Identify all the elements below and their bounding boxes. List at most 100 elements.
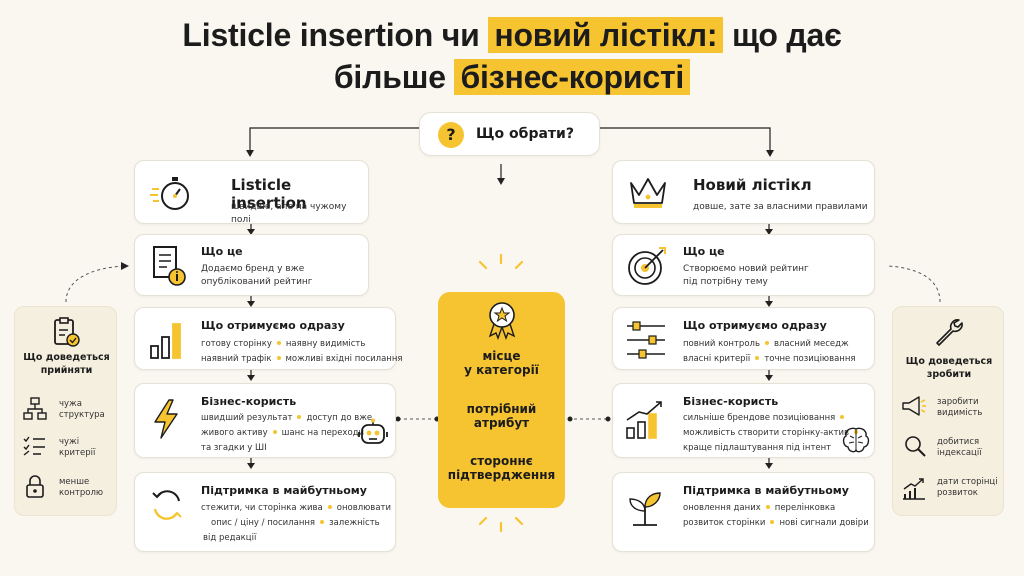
bullet-dot xyxy=(320,520,325,524)
bullet-text: залежність xyxy=(329,518,380,528)
megaphone-icon xyxy=(902,396,926,416)
text-line: менше xyxy=(59,477,90,487)
left-gain-card: Що отримуємо одразу готову сторінку наявн… xyxy=(134,307,403,370)
clipboard-check-icon xyxy=(54,317,80,347)
text-line: під потрібну тему xyxy=(683,277,768,287)
text-line: критерії xyxy=(59,448,96,458)
center-step-3: стороннє підтвердження xyxy=(438,454,565,482)
left-what-title: Що це xyxy=(201,245,243,258)
bullet-dot xyxy=(276,356,281,360)
right-side-title: Що доведеться зробити xyxy=(893,355,1005,381)
bullet-dot xyxy=(272,430,277,434)
right-side-card: Що доведеться зробити заробити видимість… xyxy=(892,306,1004,516)
left-side-card: Що доведеться прийняти чужа структура чу… xyxy=(14,306,117,516)
text-line: розвиток xyxy=(937,488,978,498)
text-line: у категорії xyxy=(464,363,539,377)
title-text: більше xyxy=(333,59,455,95)
right-side-item-1: заробити видимість xyxy=(937,397,982,419)
lock-icon xyxy=(26,475,44,498)
bullet-text: власні критерії xyxy=(683,354,751,364)
text-line: контролю xyxy=(59,488,104,498)
target-icon xyxy=(628,247,666,285)
left-gain-title: Що отримуємо одразу xyxy=(201,319,345,332)
stopwatch-icon xyxy=(150,177,189,210)
bullet-dot xyxy=(840,415,845,419)
bullet-text: оновлення даних xyxy=(683,503,761,513)
bullet-dot xyxy=(765,505,770,509)
text-line: Що доведеться xyxy=(23,352,110,363)
document-info-icon xyxy=(153,246,186,286)
left-side-item-2: чужі критерії xyxy=(59,437,95,459)
left-support-title: Підтримка в майбутньому xyxy=(201,484,367,497)
bullet-text: перелінковка xyxy=(774,503,836,513)
right-what-title: Що це xyxy=(683,245,725,258)
bullet-text: наявний трафік xyxy=(201,354,272,364)
title-highlight: бізнес-користі xyxy=(454,59,691,95)
right-side-item-2: добитися індексації xyxy=(937,437,982,459)
bullet-text: наявну видимість xyxy=(285,339,366,349)
bullet-text: шанс на переходи xyxy=(281,428,365,438)
left-side-item-1: чужа структура xyxy=(59,399,105,421)
title-highlight: новий лістікл: xyxy=(488,17,724,53)
text-line: заробити xyxy=(937,397,979,407)
center-steps-card: місце у категорії потрібний атрибут стор… xyxy=(438,292,565,508)
text-line: видимість xyxy=(937,408,983,418)
bullet-dot xyxy=(764,341,769,345)
text-line: структура xyxy=(59,410,105,420)
title-text: Listicle insertion чи xyxy=(182,17,489,53)
text-line: Що доведеться xyxy=(905,356,993,367)
text-line: стороннє xyxy=(470,454,533,468)
question-pill: ? Що обрати? xyxy=(419,112,600,156)
growth-bars-icon xyxy=(626,401,662,439)
bullet-text: готову сторінку xyxy=(201,339,272,349)
right-header-title: Новий лістікл xyxy=(693,176,812,194)
left-header-subtitle: швидше, але на чужому полі xyxy=(231,202,347,225)
right-what-text: Створюємо новий рейтинг під потрібну тем… xyxy=(683,263,809,289)
text-line: чужі xyxy=(59,437,80,447)
title-text: що дає xyxy=(723,17,842,53)
page-title-line2: більше бізнес-користі xyxy=(0,58,1024,96)
left-what-card: Що це Додаємо бренд у вже опублікований … xyxy=(134,234,369,296)
bullet-text: точне позиціювання xyxy=(764,354,856,364)
bullet-text: від редакції xyxy=(203,533,257,543)
text-line: місце xyxy=(482,349,521,363)
text-line: прийняти xyxy=(40,365,93,376)
right-biz-bullets: сильніше брендове позиціювання можливіст… xyxy=(683,411,863,456)
crown-icon xyxy=(630,178,666,208)
bullet-row: оновлення даних перелінковка xyxy=(683,501,869,516)
right-support-title: Підтримка в майбутньому xyxy=(683,484,849,497)
text-line: добитися xyxy=(937,437,980,447)
text-line: потрібний xyxy=(466,402,537,416)
left-header-title: Listicle insertion xyxy=(231,176,307,212)
search-icon xyxy=(905,436,926,457)
left-header-card: Listicle insertion швидше, але на чужому… xyxy=(134,160,369,225)
bar-chart-icon xyxy=(150,323,181,359)
right-header-subtitle: довше, зате за власними правилами xyxy=(693,202,868,212)
sliders-icon xyxy=(627,321,665,359)
text-line: зробити xyxy=(926,369,972,380)
bullet-text: стежити, чи сторінка жива xyxy=(201,503,323,513)
left-biz-title: Бізнес-користь xyxy=(201,395,297,408)
bullet-row: та згадки у ШІ xyxy=(201,441,372,456)
text-line: чужа xyxy=(59,399,82,409)
question-label: Що обрати? xyxy=(476,126,574,142)
award-badge-icon xyxy=(488,302,516,340)
bullet-dot xyxy=(276,341,281,345)
bullet-dot xyxy=(327,505,332,509)
sprout-icon xyxy=(629,492,661,526)
bullet-text: опис / ціну / посилання xyxy=(211,518,316,528)
robot-icon xyxy=(358,418,388,444)
left-side-item-3: менше контролю xyxy=(59,477,103,499)
question-icon: ? xyxy=(438,122,464,148)
right-biz-card: Бізнес-користь сильніше брендове позицію… xyxy=(612,383,875,458)
bullet-text: повний контроль xyxy=(683,339,760,349)
bullet-row: сильніше брендове позиціювання xyxy=(683,411,863,426)
refresh-cycle-icon xyxy=(152,490,182,520)
bullet-row: від редакції xyxy=(201,531,391,546)
